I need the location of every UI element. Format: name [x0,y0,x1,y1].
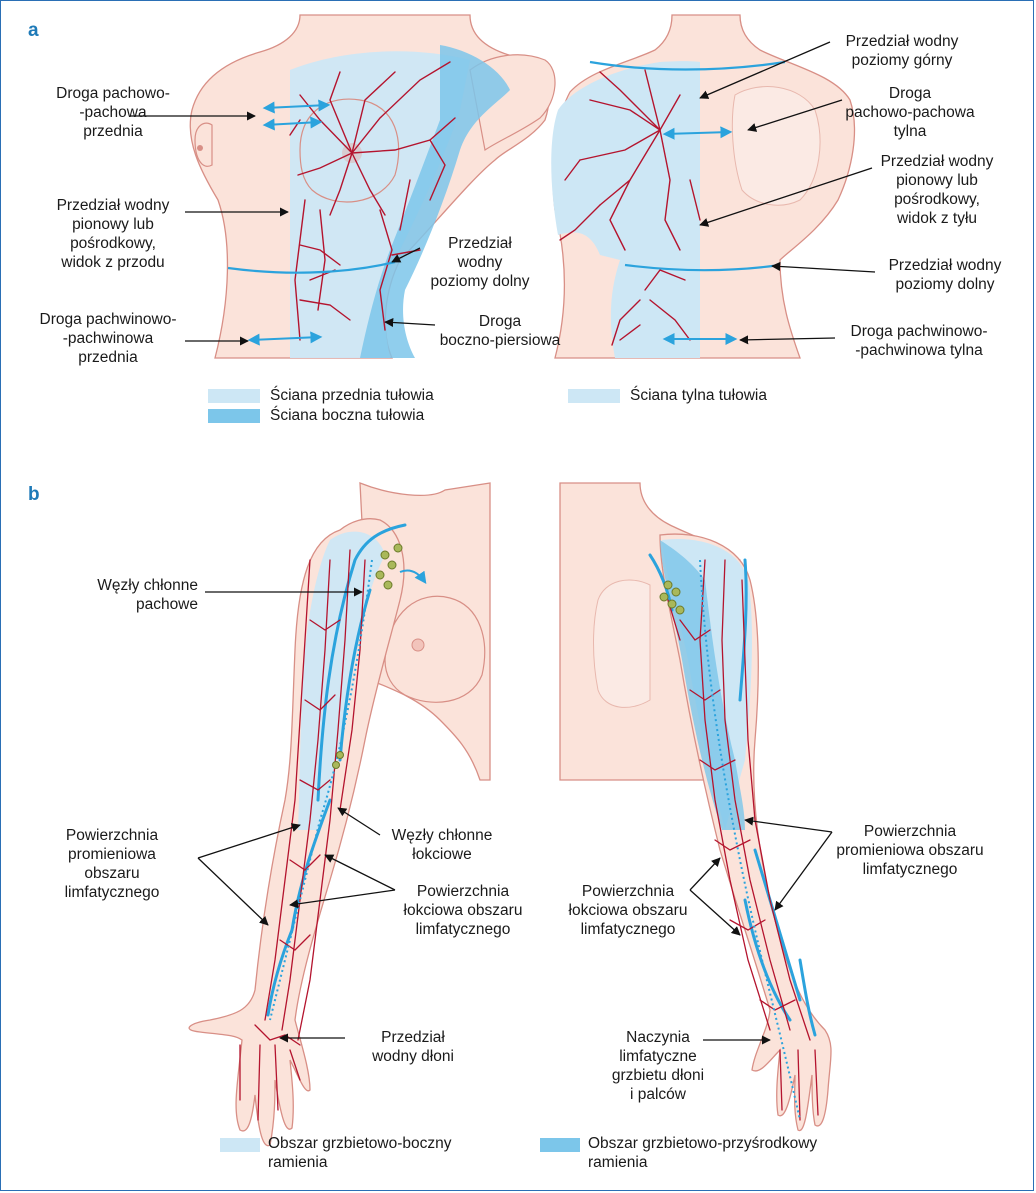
legend-side-wall: Ściana boczna tułowia [270,406,424,425]
legend-swatch-side-wall [208,409,260,423]
front-torso-figure [190,15,555,358]
label-przedzial-poziomy-dolny-tyl: Przedział wodny poziomy dolny [870,256,1020,294]
label-droga-pachwinowa-tylna: Droga pachwinowo- -pachwinowa tylna [834,322,1004,360]
label-przedzial-wodny-dloni: Przedział wodny dłoni [348,1028,478,1066]
label-przedzial-pionowy-przod: Przedział wodny pionowy lub pośrodkowy, … [38,196,188,272]
label-wezly-pachowe: Węzły chłonne pachowe [48,576,198,614]
legend-front-wall: Ściana przednia tułowia [270,386,434,405]
legend-swatch-dorsomedial [540,1138,580,1152]
label-naczynia-limfatyczne: Naczynia limfatyczne grzbietu dłoni i pa… [598,1028,718,1104]
label-przedzial-pionowy-tyl: Przedział wodny pionowy lub pośrodkowy, … [862,152,1012,228]
legend-back-wall: Ściana tylna tułowia [630,386,767,405]
legend-dorsolateral: Obszar grzbietowo-boczny ramienia [268,1134,452,1172]
legend-dorsomedial: Obszar grzbietowo-przyśrodkowy ramienia [588,1134,817,1172]
panel-a-letter: a [28,20,39,42]
label-droga-pachowo-pachowa-tylna: Droga pachowo-pachowa tylna [830,84,990,141]
label-powierzchnia-lokciowa-lewa: Powierzchnia łokciowa obszaru limfatyczn… [388,882,538,939]
back-torso-figure [551,15,854,358]
legend-swatch-front-wall [208,389,260,403]
legend-swatch-back-wall [568,389,620,403]
label-powierzchnia-promieniowa-lewa: Powierzchnia promieniowa obszaru limfaty… [42,826,182,902]
label-przedzial-poziomy-gorny: Przedział wodny poziomy górny [832,32,972,70]
label-wezly-lokciowe: Węzły chłonne łokciowe [372,826,512,864]
panel-b-letter: b [28,484,40,506]
label-powierzchnia-lokciowa-prawa: Powierzchnia łokciowa obszaru limfatyczn… [548,882,708,939]
label-droga-pachowo-pachowa-przednia: Droga pachowo- -pachowa przednia [38,84,188,141]
label-droga-boczno-piersiowa: Droga boczno-piersiowa [425,312,575,350]
label-powierzchnia-promieniowa-prawa: Powierzchnia promieniowa obszaru limfaty… [820,822,1000,879]
legend-swatch-dorsolateral [220,1138,260,1152]
label-przedzial-poziomy-dolny-przod: Przedział wodny poziomy dolny [410,234,550,291]
label-droga-pachwinowa-przednia: Droga pachwinowo- -pachwinowa przednia [28,310,188,367]
